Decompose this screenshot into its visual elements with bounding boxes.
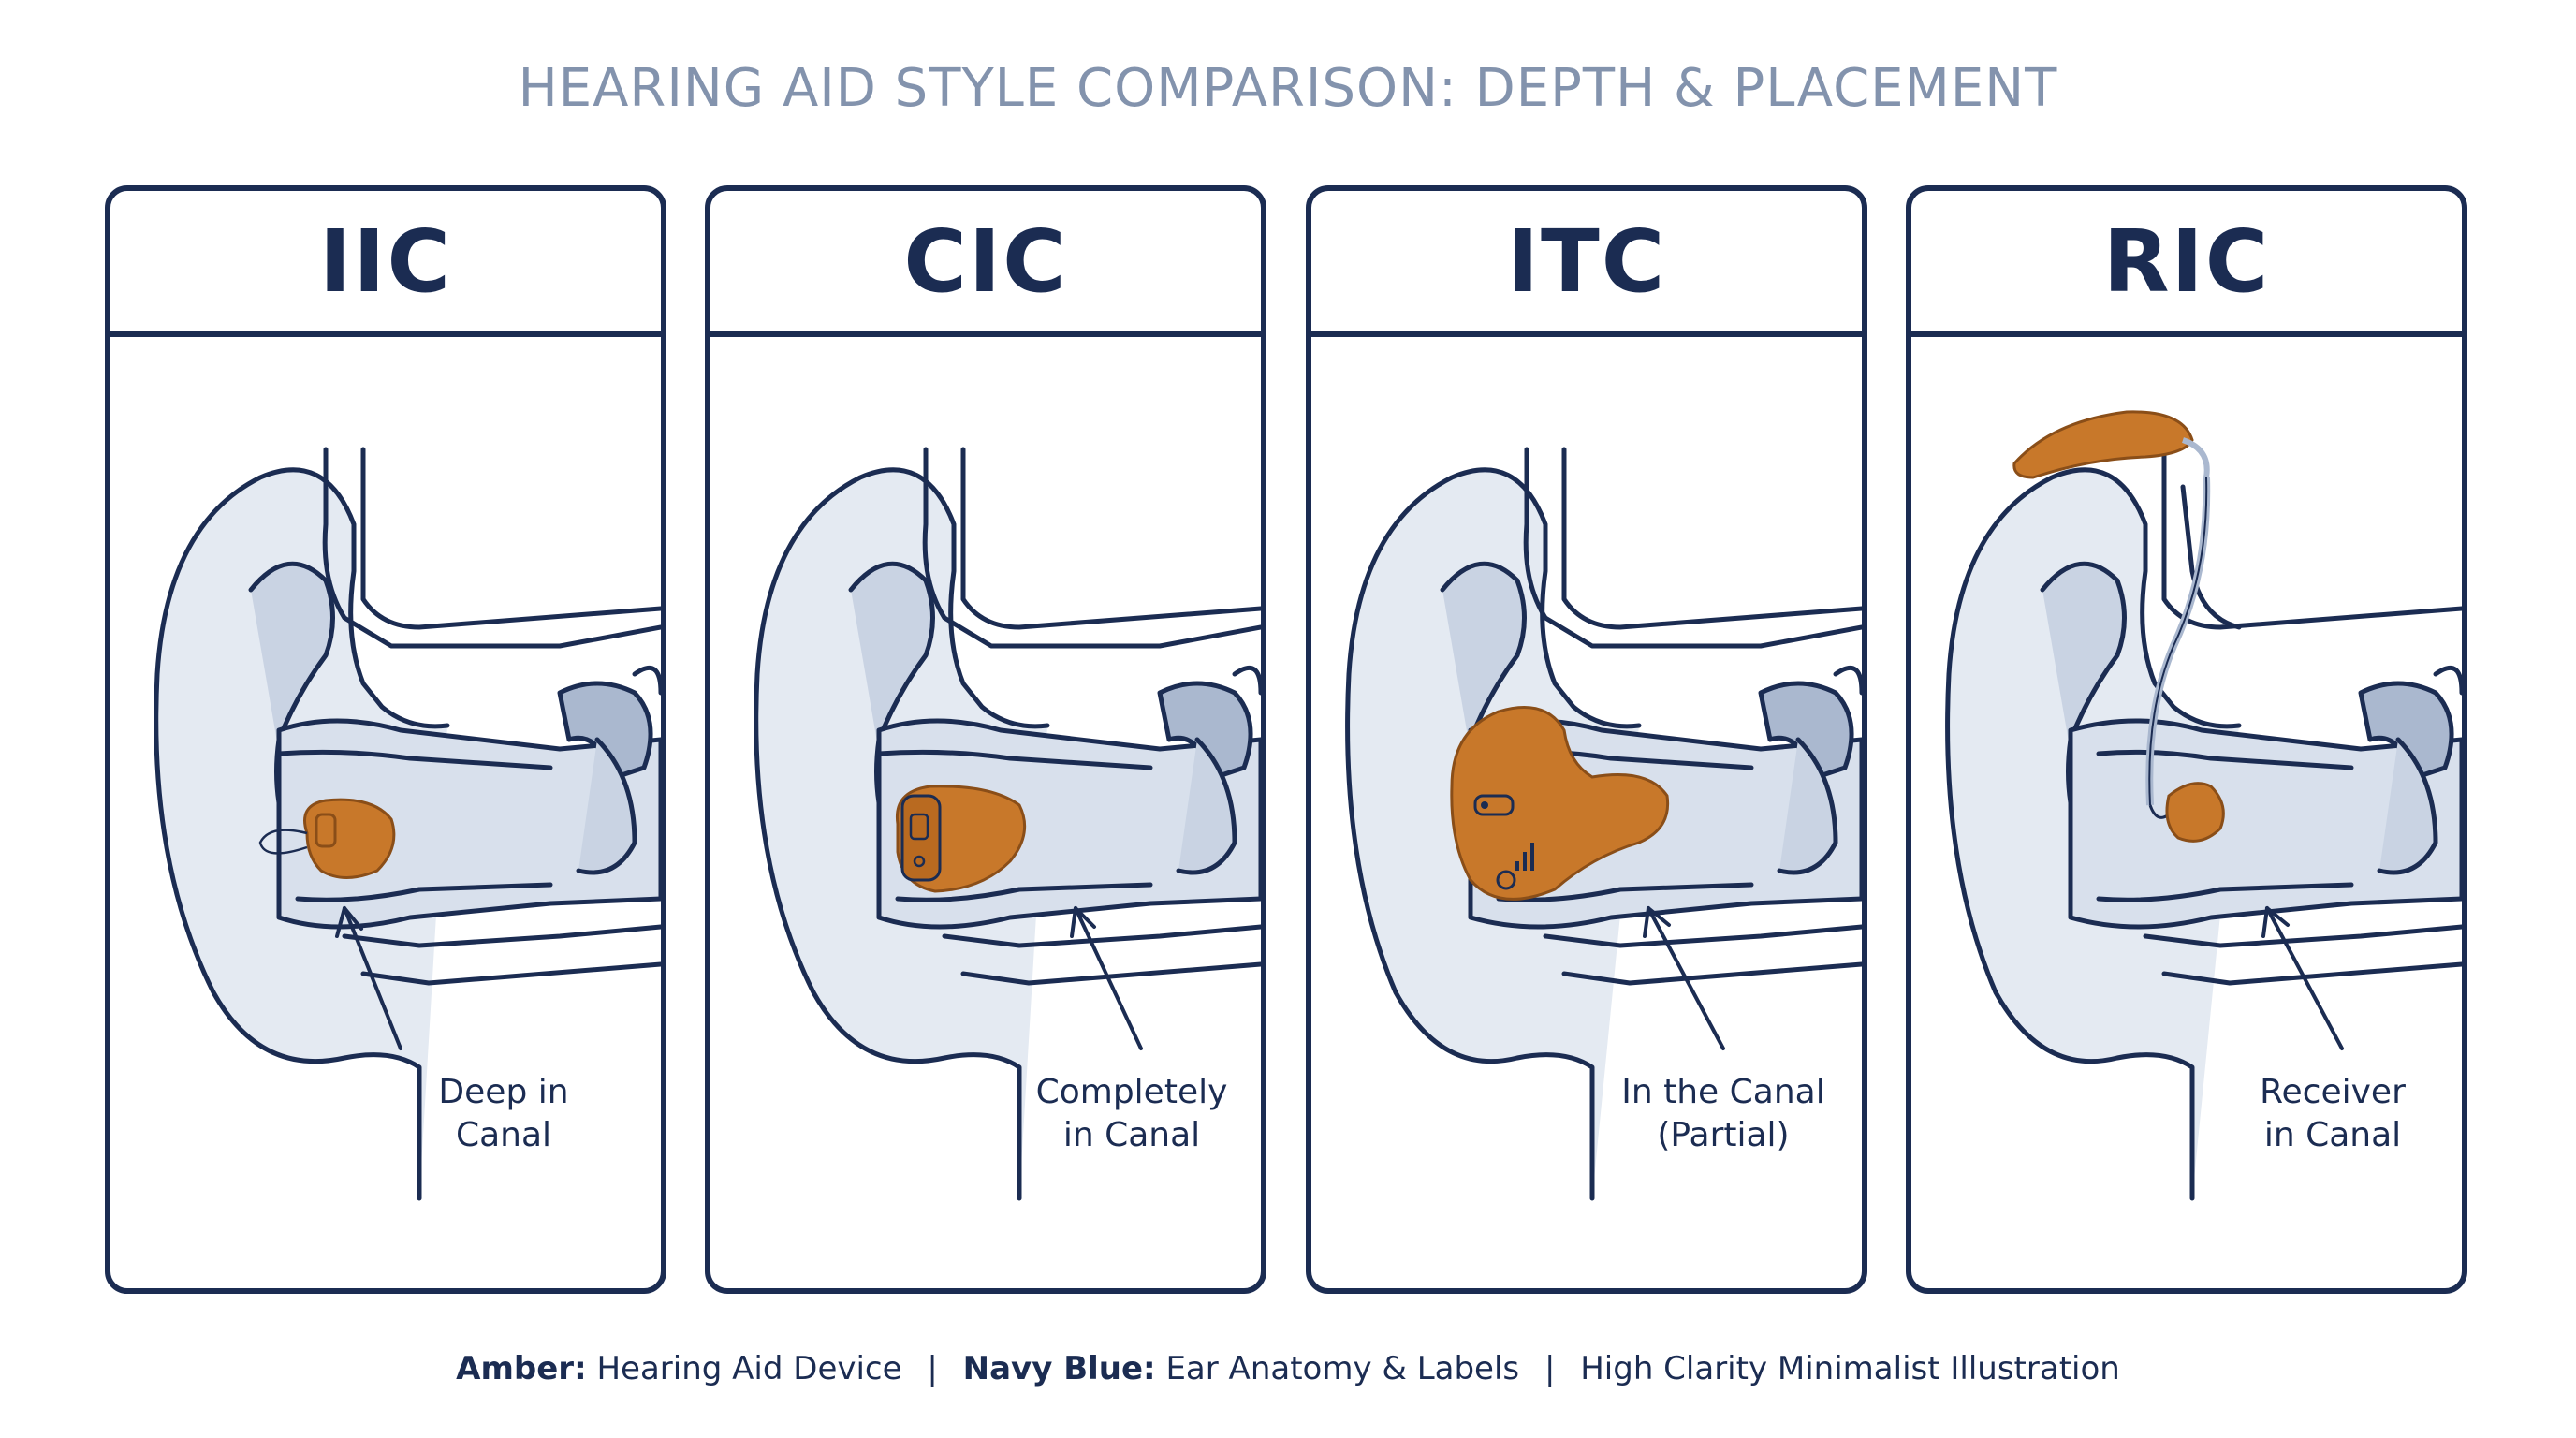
panel-header: RIC — [1911, 191, 2462, 337]
hearing-aid-device-icon — [2012, 410, 2225, 843]
placement-label-line1: Receiver — [2260, 1073, 2406, 1111]
panel-header: ITC — [1311, 191, 1862, 337]
ear-anatomy-icon — [754, 447, 1261, 1201]
legend: Amber: Hearing Aid Device | Navy Blue: E… — [0, 1350, 2576, 1387]
hearing-aid-device-icon — [1450, 706, 1670, 901]
placement-label-line2: in Canal — [1062, 1116, 1201, 1154]
placement-label-line1: Deep in — [438, 1073, 569, 1111]
panel-header: IIC — [110, 191, 661, 337]
hearing-aid-device-icon — [895, 785, 1027, 893]
legend-amber-text: Hearing Aid Device — [596, 1350, 902, 1387]
panel-title: IIC — [319, 211, 452, 312]
legend-navy-key: Navy Blue: — [962, 1350, 1156, 1387]
placement-label: Receiver in Canal — [2211, 1071, 2454, 1157]
placement-label: In the Canal (Partial) — [1602, 1071, 1845, 1157]
panel-ric: RIC Receiver in — [1906, 185, 2467, 1294]
panel-header: CIC — [710, 191, 1261, 337]
placement-label-line2: (Partial) — [1657, 1116, 1790, 1154]
legend-separator: | — [1544, 1350, 1556, 1387]
hearing-aid-device-icon — [258, 798, 396, 879]
legend-separator: | — [927, 1350, 938, 1387]
ear-anatomy-icon — [154, 447, 661, 1201]
ear-anatomy-icon — [1345, 447, 1862, 1201]
placement-label-line1: Completely — [1035, 1073, 1228, 1111]
placement-label-line2: Canal — [455, 1116, 552, 1154]
panel-iic: IIC D — [105, 185, 666, 1294]
panel-cic: CIC Completely in Canal — [705, 185, 1266, 1294]
placement-label: Completely in Canal — [1010, 1071, 1253, 1157]
placement-label-line2: in Canal — [2263, 1116, 2402, 1154]
ear-anatomy-icon — [1945, 410, 2462, 1201]
placement-label: Deep in Canal — [382, 1071, 625, 1157]
diagram-title: HEARING AID STYLE COMPARISON: DEPTH & PL… — [518, 58, 2058, 119]
legend-navy-text: Ear Anatomy & Labels — [1165, 1350, 1520, 1387]
panel-itc: ITC In the Canal (Partial) — [1306, 185, 1867, 1294]
panel-title: RIC — [2102, 211, 2271, 312]
placement-label-line1: In the Canal — [1621, 1073, 1825, 1111]
legend-amber-key: Amber: — [456, 1350, 587, 1387]
legend-style-text: High Clarity Minimalist Illustration — [1580, 1350, 2120, 1387]
panel-title: ITC — [1506, 211, 1667, 312]
panel-title: CIC — [903, 211, 1068, 312]
